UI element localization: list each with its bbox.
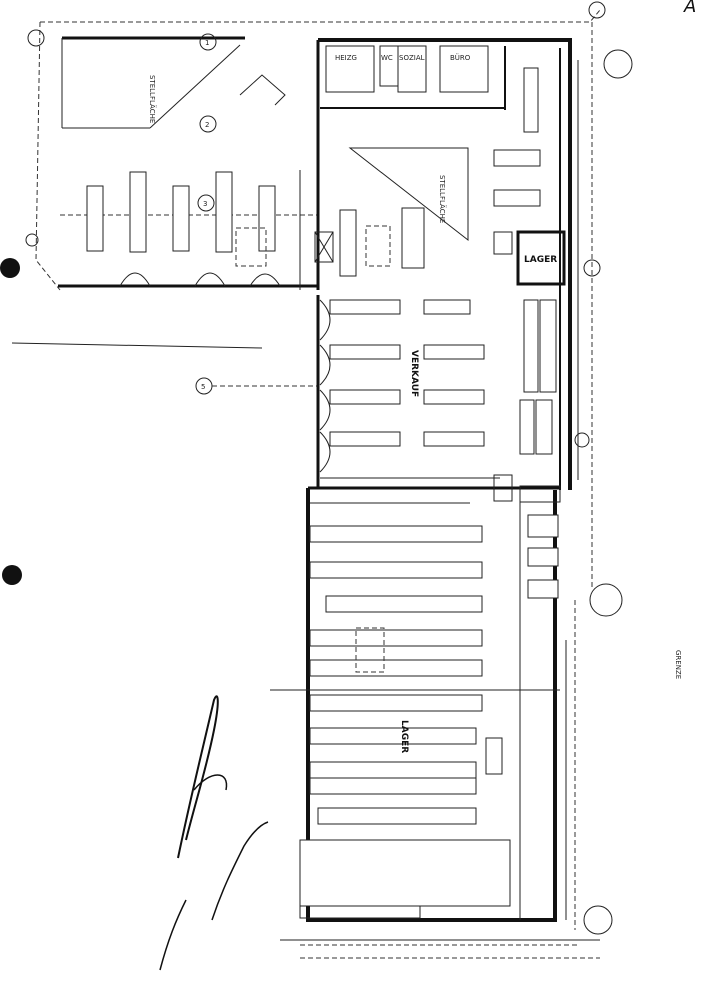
dimension-line-bottom xyxy=(270,689,600,959)
axis-marker-right-low xyxy=(574,432,590,448)
stellflaeche-label-mid: STELLFLÄCHE xyxy=(438,175,447,223)
punch-hole-bottom xyxy=(2,565,22,585)
axis-marker-1: 1 xyxy=(199,33,217,51)
room-label-lager-main: LAGER xyxy=(399,720,409,753)
building-outline xyxy=(306,38,572,922)
display-area-triangle: STELLFLÄCHE xyxy=(348,147,469,242)
dimension-lines-right: GRENZE xyxy=(565,60,682,920)
section-line-left xyxy=(11,342,263,349)
room-label-lager-small: LAGER xyxy=(524,255,557,265)
svg-text:2: 2 xyxy=(205,121,209,129)
service-rooms: HEIZG WC SOZIAL BÜRO xyxy=(320,45,506,110)
axis-marker-3: 3 xyxy=(197,194,215,212)
room-label-verkauf: VERKAUF xyxy=(409,350,419,397)
svg-text:3: 3 xyxy=(203,200,207,208)
axis-marker-right-top xyxy=(588,1,606,19)
axis-marker-left-top xyxy=(27,29,45,47)
tree-symbols xyxy=(583,49,633,935)
corner-mark: A xyxy=(683,0,696,17)
axis-marker-2: 2 xyxy=(199,115,217,133)
punch-hole-top xyxy=(0,258,20,278)
wall-shelves-right xyxy=(493,67,557,455)
grenze-label: GRENZE xyxy=(674,650,682,679)
checkout-area xyxy=(493,474,561,599)
property-boundary xyxy=(35,9,601,946)
axis-marker-left-mid xyxy=(25,233,39,247)
room-label-buero: BÜRO xyxy=(450,53,471,62)
axis-marker-right-mid xyxy=(583,259,601,277)
small-storage-room: LAGER xyxy=(516,230,566,286)
parking-row xyxy=(58,170,318,290)
signature xyxy=(159,695,269,971)
entrance-area xyxy=(314,207,425,277)
axis-marker-5: 5 xyxy=(195,377,318,395)
parking-area-top: STELLFLÄCHE xyxy=(61,36,286,129)
sales-floor-shelves: VERKAUF xyxy=(319,299,500,479)
room-label-wc: WC xyxy=(381,54,393,62)
svg-text:5: 5 xyxy=(201,383,205,391)
main-storage-racks: LAGER xyxy=(299,498,521,920)
stellflaeche-label-top: STELLFLÄCHE xyxy=(148,75,157,123)
room-label-heizung: HEIZG xyxy=(335,54,357,62)
svg-text:1: 1 xyxy=(205,39,209,47)
room-label-sozial: SOZIAL xyxy=(399,54,425,62)
